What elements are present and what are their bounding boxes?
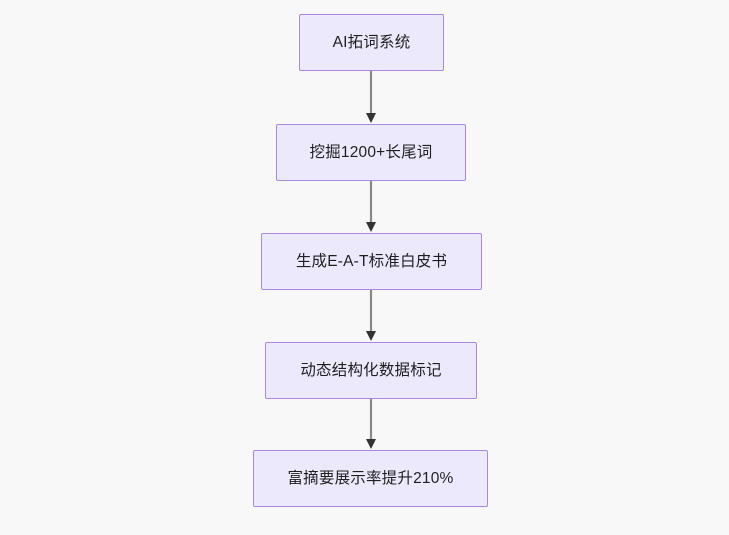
edge-n1-to-n2 <box>363 71 379 124</box>
flowchart-node-dynamic-structured-data-markup[interactable]: 动态结构化数据标记 <box>265 342 477 399</box>
node-label: 挖掘1200+长尾词 <box>309 143 433 161</box>
node-label: 生成E-A-T标准白皮书 <box>295 252 448 270</box>
flowchart-node-generate-eat-whitepaper[interactable]: 生成E-A-T标准白皮书 <box>261 233 482 290</box>
node-label: 富摘要展示率提升210% <box>287 469 454 487</box>
edge-arrow-icon <box>366 181 376 232</box>
flowchart-node-ai-keyword-system[interactable]: AI拓词系统 <box>299 14 444 71</box>
edge-n2-to-n3 <box>363 181 379 233</box>
edge-n3-to-n4 <box>363 290 379 342</box>
edge-arrow-icon <box>366 290 376 341</box>
edge-arrow-icon <box>366 399 376 449</box>
flowchart-node-rich-snippet-rate-increase[interactable]: 富摘要展示率提升210% <box>253 450 488 507</box>
node-label: 动态结构化数据标记 <box>300 361 442 379</box>
flowchart-node-mine-longtail-keywords[interactable]: 挖掘1200+长尾词 <box>276 124 466 181</box>
node-label: AI拓词系统 <box>332 33 411 51</box>
edge-arrow-icon <box>366 71 376 123</box>
edge-n4-to-n5 <box>363 399 379 450</box>
